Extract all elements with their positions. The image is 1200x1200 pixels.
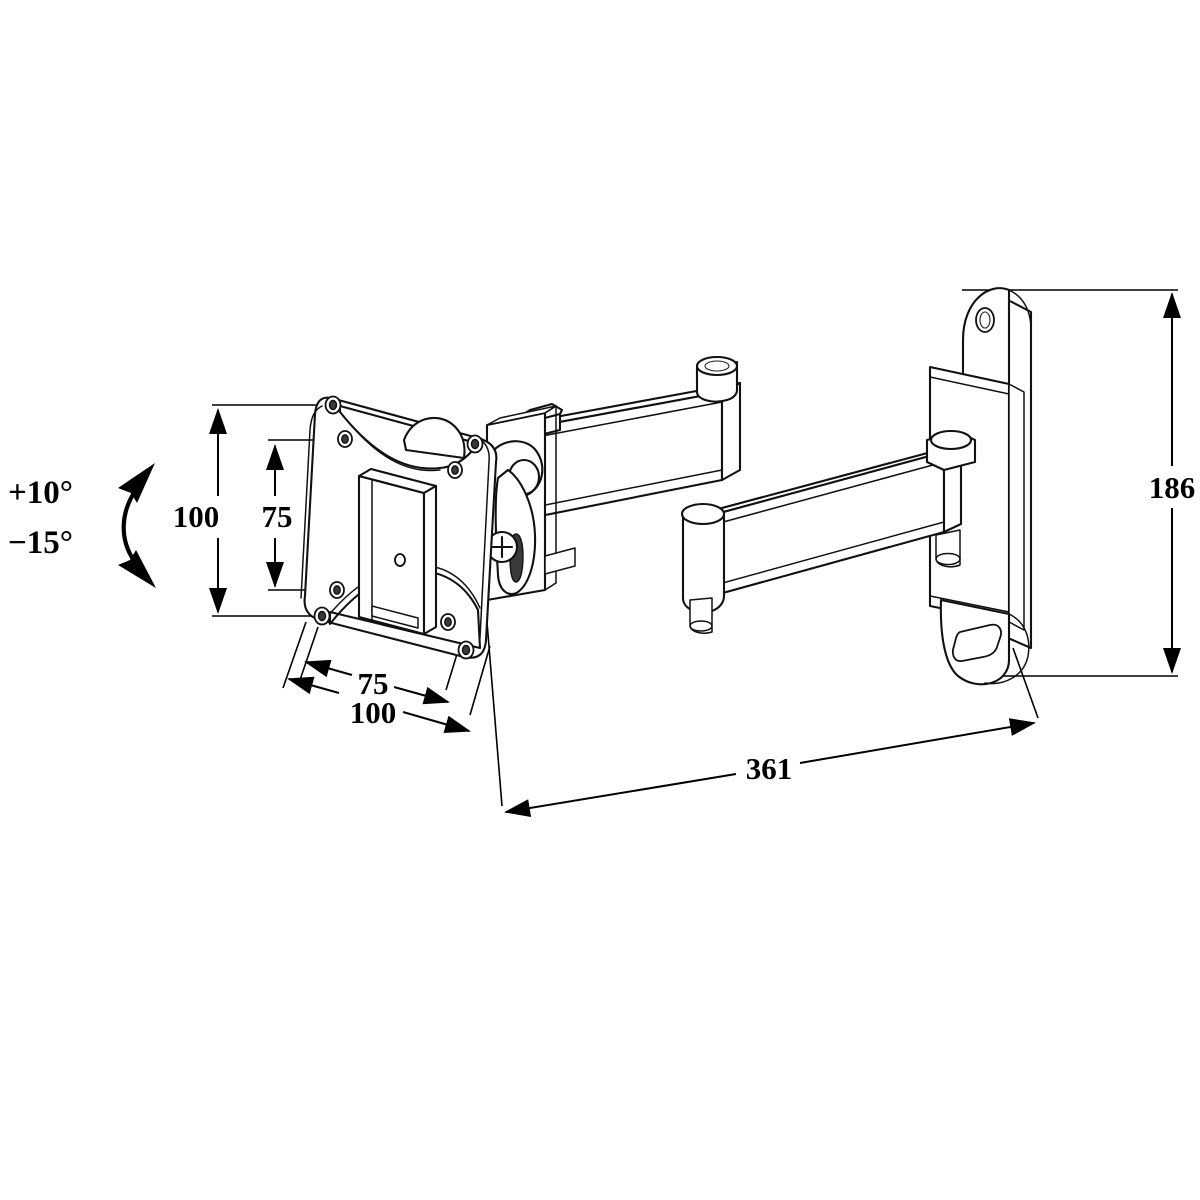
- round-screw-hole-inner: [979, 311, 991, 329]
- pivot-cap-upper: [929, 429, 973, 451]
- dim-label-vesa-h-75: 75: [358, 666, 389, 701]
- dim-line-h75-left: [304, 659, 353, 678]
- ext-line-h100-left: [282, 621, 307, 689]
- hex-nut-lower-arm: [689, 597, 713, 634]
- dim-line-361-right: [799, 718, 1036, 764]
- lower-articulating-arm: [680, 429, 977, 634]
- tilt-double-arrow-icon: [118, 463, 156, 588]
- vesa-hole-100-bottom-left-bore: [317, 610, 327, 622]
- tilt-bracket-side: [544, 405, 557, 591]
- dim-line-h75-right: [393, 686, 450, 705]
- dim-label-vesa-v-75: 75: [262, 499, 293, 534]
- tilt-joint-tab: [544, 547, 576, 575]
- lower-arm-bevel-top: [689, 461, 945, 532]
- wall-plate-foot-curve-back: [984, 613, 1030, 685]
- vesa-plate-left-rim: [300, 405, 323, 599]
- vesa-horizontal-dimensions: 75 100: [282, 621, 491, 734]
- vesa-boss-bottom-rib: [371, 605, 419, 629]
- max-extension-dimension: 361: [486, 621, 1039, 817]
- hex-bolt-wall-base: [935, 552, 961, 566]
- vesa-hole-100-top-left-bore: [328, 399, 338, 411]
- dim-line-h100-right: [402, 711, 471, 734]
- dim-label-vesa-h-100: 100: [350, 695, 397, 730]
- tilt-dome-cap: [402, 416, 466, 460]
- vesa-hole-100-bottom-right-bore: [461, 644, 471, 656]
- hex-bolt-wall-joint: [935, 529, 961, 568]
- wall-plate-top-curve-back: [1008, 289, 1032, 397]
- phillips-screw-cross: [490, 535, 514, 559]
- tilt-arc-arm: [494, 468, 537, 596]
- wall-plate-body-side: [1008, 383, 1025, 631]
- vesa-plate-top-cutout-edge: [344, 417, 441, 472]
- ext-line-h75-left: [299, 626, 319, 681]
- dim-label-vesa-v-100: 100: [173, 499, 220, 534]
- vesa-hole-75-top-left-bore: [341, 434, 349, 444]
- dim-line-361-left: [504, 773, 737, 817]
- tilt-pivot-joint: [485, 405, 576, 602]
- dim-label-186: 186: [1149, 470, 1196, 505]
- round-screw-hole-icon: [975, 307, 995, 333]
- vesa-plate-center-boss-front: [357, 474, 426, 636]
- oval-slot-hole-icon: [951, 623, 1002, 662]
- lower-arm-left-boss: [681, 510, 726, 614]
- wall-plate-top-head: [961, 287, 1011, 386]
- vesa-hole-75-top-right-bore: [451, 465, 459, 475]
- lower-arm-boss-top-cap: [680, 502, 726, 526]
- vesa-boss-center-hole: [394, 553, 406, 567]
- vesa-hole-75-bottom-right-bore: [444, 617, 452, 627]
- tilt-angle-annotation: +10° −15°: [8, 463, 156, 588]
- ext-line-361-left: [486, 621, 503, 807]
- wall-plate-body-bevel-top: [929, 376, 1010, 395]
- dim-line-h100-left: [287, 676, 340, 695]
- wall-plate-body-bevel-bottom: [929, 595, 1010, 613]
- arm-end-cap-top: [695, 355, 739, 377]
- dim-label-361: 361: [746, 751, 793, 786]
- vesa-hole-75-bottom-left-bore: [333, 585, 341, 595]
- hex-nut-lower-base: [689, 620, 713, 632]
- lower-arm-bevel-bottom: [689, 521, 945, 593]
- tilt-up-label: +10°: [8, 475, 73, 511]
- vesa-hole-100-top-right-bore: [470, 438, 480, 450]
- tilt-joint-dome: [402, 416, 466, 460]
- arm-end-cap-socket: [704, 360, 730, 372]
- tilt-down-label: −15°: [8, 525, 73, 561]
- ext-line-361-right: [1012, 647, 1039, 719]
- vesa-mounting-plate: [300, 395, 498, 660]
- vesa-plate-center-boss-side: [422, 484, 438, 636]
- ext-line-h100-right: [469, 645, 491, 716]
